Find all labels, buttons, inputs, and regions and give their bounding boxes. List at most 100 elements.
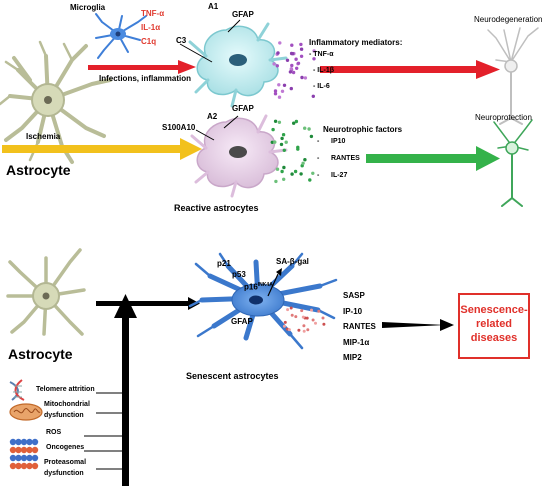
neurotrophic-secretion-dots [270,119,315,184]
secretion-dot [275,167,280,171]
secretion-dot [273,89,278,93]
senescence-diseases-box: Senescence- related diseases [458,293,530,359]
secretion-dot [280,169,284,174]
secretion-dot [299,172,303,176]
microglia-label: Microglia [70,3,106,12]
ischemia-label: Ischemia [26,132,61,141]
proteasome-subunit [26,454,33,462]
box-line-3: diseases [470,332,518,344]
gfap-a1-label: GFAP [232,10,254,19]
proteasome-subunit [9,454,17,462]
p53-label: p53 [232,270,246,279]
secretion-dot [300,75,304,80]
gfap-a2-pointer [223,115,239,129]
proteasome-subunit [15,454,22,462]
secretion-dot [294,315,298,319]
secretion-dot [277,83,281,87]
trigger-ros: ROS [46,429,62,436]
proteasome-subunit [31,438,39,446]
senescent-astrocytes-label: Senescent astrocytes [186,371,279,381]
proteasome-subunit [20,454,28,462]
inflammatory-title: Inflammatory mediators: [309,38,403,47]
inflammatory-secretion-dots [272,41,316,99]
secretion-dot [279,142,284,147]
secretion-dot [303,76,308,80]
secretion-dot [284,140,288,144]
secretion-dot [311,171,315,175]
secretion-dot [305,316,309,320]
p16-superscript: INK4A [257,282,273,288]
secretion-dot [306,328,310,332]
secretion-dot [290,43,294,47]
secretion-dot [299,54,304,58]
arrow-to-senescence-diseases [382,319,454,331]
proteasome-subunit [15,438,22,446]
secretion-dot [280,89,285,94]
secretion-dot [297,328,301,332]
astrocyte-label-top: Astrocyte [6,162,71,178]
secretion-dot [278,41,282,45]
trigger-telomere: Telomere attrition [36,386,95,393]
a1-astrocyte-cell [188,22,288,108]
a2-astrocyte-cell [190,114,288,198]
secretion-dot [299,47,304,51]
secretion-dot [293,169,298,174]
sagal-label: SA-β-gal [276,257,309,266]
secretion-dot [289,67,293,71]
secretion-dot [282,324,286,328]
rantes-label: RANTES [343,322,376,331]
secretion-dot [312,49,316,53]
astrocyte-bottom-illustration [6,248,86,336]
neurotrophic-bullet-3: - [317,172,320,179]
secretion-dot [312,57,316,61]
sasp-secretion-dots [282,306,326,333]
arrow-to-a1 [88,60,196,74]
box-line-1: Senescence- [460,304,528,316]
secretion-dot [310,308,313,312]
secretion-dot [290,313,294,317]
secretion-dot [300,309,304,313]
secretion-dot [290,63,294,68]
secretion-dot [270,140,274,144]
senescent-astrocyte-cell [188,252,338,350]
secretion-dot [302,329,306,333]
secretion-dot [272,62,276,66]
a2-label: A2 [207,112,218,121]
secretion-dot [282,177,286,181]
secretion-dot [291,52,295,56]
trigger-proteasomal-2: dysfunction [44,470,84,477]
secretion-dot [287,328,291,332]
secretion-dot [274,179,278,184]
trigger-mito-1: Mitochondrial [44,401,90,408]
secretion-dot [282,148,286,152]
secretion-dot [280,136,284,141]
sagal-pointer [267,273,279,297]
gfap-senescent-label: GFAP [231,317,253,326]
arrow-triggers-up [84,294,137,486]
astrocyte-label-bottom: Astrocyte [8,346,73,362]
reactive-astrocytes-label: Reactive astrocytes [174,203,259,213]
neurotrophic-bullet-2: - [317,155,320,162]
inflammatory-item-3: - IL-6 [313,83,330,90]
secretion-dot [308,178,312,182]
arrow-to-senescent [96,297,200,310]
trigger-oncogenes: Oncogenes [46,444,85,451]
mitochondria-icon [9,403,43,421]
secretion-dot [296,61,301,65]
secretion-dot [289,306,293,310]
secretion-dot [288,70,293,74]
gfap-a2-label: GFAP [232,104,254,113]
mip1a-label: MIP-1α [343,338,370,347]
secretion-dot [301,161,305,165]
secretion-dot [299,42,303,47]
neurodegeneration-neuron [487,27,539,125]
neurotrophic-item-2: RANTES [331,155,360,162]
proteasome-subunit [20,438,28,446]
secretion-dot [281,133,286,137]
proteasome-subunit [26,462,33,470]
secretion-dot [277,120,282,125]
sagal-pointer-head [276,268,282,276]
infections-label: Infections, inflammation [99,74,192,83]
cytokine-c1q: C1q [141,37,157,46]
